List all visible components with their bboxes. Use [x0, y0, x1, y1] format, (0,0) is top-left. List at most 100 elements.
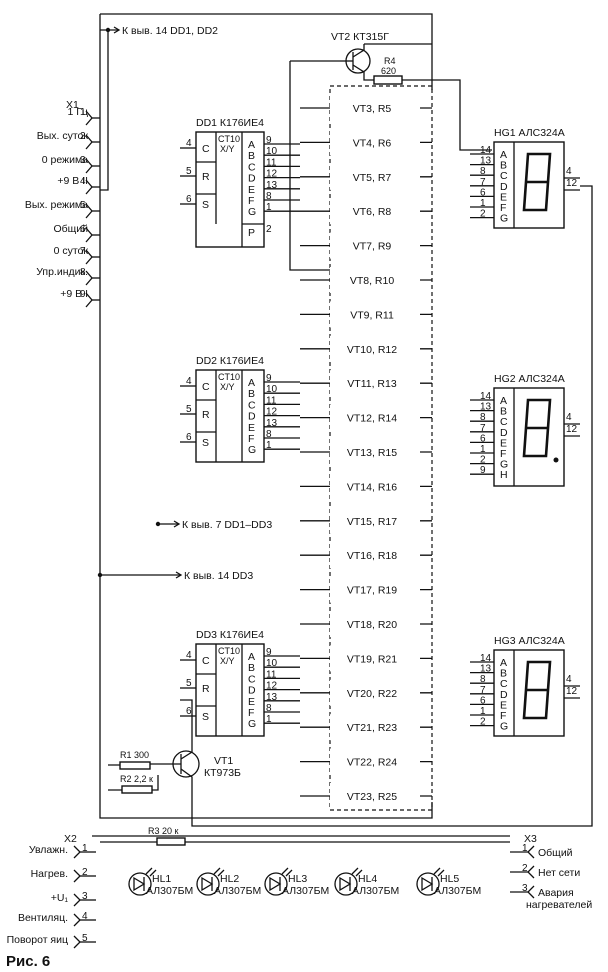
array-row-bg — [330, 404, 420, 431]
x2-contact — [73, 893, 81, 907]
display-common-pin: 12 — [566, 424, 578, 435]
chip-output-pin: 9 — [266, 135, 272, 146]
diode-symbol — [201, 876, 214, 892]
x1-pin-label: Общий — [53, 223, 88, 235]
x3-pin-label: Общий — [538, 847, 573, 859]
chip-input-label: R — [202, 171, 210, 183]
array-row-bg — [330, 542, 420, 569]
chip-output-label: C — [248, 673, 256, 685]
x1-pin-number: 5 — [80, 200, 86, 211]
array-row-bg — [330, 714, 420, 741]
x2-pin-number: 1 — [82, 843, 88, 854]
chip-output-pin: 1 — [266, 202, 272, 213]
x1-pin-number: 7 — [80, 246, 86, 257]
chip-xy: X/Y — [220, 656, 235, 666]
chip-input-pin: 6 — [186, 194, 192, 205]
led-name: HL1 — [152, 873, 171, 885]
array-row-bg — [330, 783, 420, 809]
array-row-label: VT20, R22 — [347, 688, 397, 700]
display-seg-label: B — [500, 160, 507, 172]
chip-output-pin: 13 — [266, 180, 278, 191]
array-row-label: VT18, R20 — [347, 619, 397, 631]
led-type: АЛ307БМ — [214, 885, 261, 897]
chip-output-label: G — [248, 444, 256, 456]
led-name: HL5 — [440, 873, 459, 885]
chip-xy: X/Y — [220, 144, 235, 154]
led-type: АЛ307БМ — [352, 885, 399, 897]
chip-output-label: E — [248, 184, 255, 196]
note-pin7: К выв. 7 DD1–DD3 — [182, 519, 272, 531]
x1-pin-number: 9 — [80, 289, 86, 300]
chip-input-label: C — [202, 655, 210, 667]
light-arrows — [351, 867, 363, 877]
chip-name: DD1 К176ИЕ4 — [196, 117, 264, 129]
array-row-bg — [330, 576, 420, 603]
chip-output-pin: 11 — [266, 395, 277, 406]
chip-input-pin: 5 — [186, 166, 192, 177]
x2-pin-label: +U₁ — [51, 892, 69, 904]
array-row-bg — [330, 679, 420, 706]
array-row-label: VT5, R7 — [353, 172, 392, 184]
chip-output-pin: 10 — [266, 658, 278, 669]
r4-value: 620 — [381, 66, 396, 76]
x3-pin-number: 1 — [522, 843, 528, 854]
chip-input-label: R — [202, 683, 210, 695]
display-seg-pin: 6 — [480, 695, 486, 706]
x1-pin-label: +9 В II — [57, 175, 88, 187]
vt1-name: VT1 — [214, 755, 233, 767]
x2-pin-number: 3 — [82, 891, 88, 902]
display-seg-label: D — [500, 181, 508, 193]
display-body — [493, 387, 565, 487]
array-row-label: VT10, R12 — [347, 344, 397, 356]
chip-output-label: D — [248, 411, 256, 423]
x1-pin-label: Вых. режима — [25, 199, 88, 211]
chip-output-label: B — [248, 662, 255, 674]
chip-output-pin: 12 — [266, 169, 278, 180]
x2-pin-number: 2 — [82, 867, 88, 878]
x3-pin-label: Нет сети — [538, 867, 580, 879]
array-row-bg — [330, 473, 420, 500]
array-row-bg — [330, 95, 420, 121]
led-type: АЛ307БМ — [282, 885, 329, 897]
chip-input-pin: 6 — [186, 432, 192, 443]
display-seg-pin: 2 — [480, 209, 486, 220]
seven-segment-digit — [522, 152, 552, 212]
array-row-bg — [330, 370, 420, 397]
x2-contact — [73, 935, 81, 949]
display-common-wire — [564, 423, 580, 437]
display-seg-label: E — [500, 437, 507, 449]
note-pin14-dd3: К выв. 14 DD3 — [184, 570, 253, 582]
display-seg-pin: 2 — [480, 455, 486, 466]
led-type: АЛ307БМ — [146, 885, 193, 897]
display-seg-pin: 8 — [480, 674, 486, 685]
led-type: АЛ307БМ — [434, 885, 481, 897]
x3-contact — [527, 845, 535, 859]
vt1-type: КТ973Б — [204, 767, 241, 779]
array-row-bg — [330, 232, 420, 259]
x2-pin-label: Увлажн. — [29, 844, 68, 856]
display-seg-label: A — [500, 657, 507, 669]
chip-input-dividers — [196, 399, 216, 433]
display-seg-label: D — [500, 427, 508, 439]
chip-input-label: C — [202, 381, 210, 393]
chip-name: DD2 К176ИЕ4 — [196, 355, 264, 367]
display-seg-pin: 1 — [480, 444, 486, 455]
display-seg-label: B — [500, 668, 507, 680]
display-common-pin: 12 — [566, 686, 578, 697]
x3-pin-label: Авария — [538, 887, 574, 899]
chip-input-label: C — [202, 143, 210, 155]
display-common-wire — [564, 685, 580, 699]
array-row-label: VT13, R15 — [347, 447, 397, 459]
x2-pin-label: Поворот яиц — [7, 934, 68, 946]
r4-label: R4 — [384, 56, 396, 66]
x3-pin-number: 2 — [522, 863, 528, 874]
display-seg-pin: 13 — [480, 156, 492, 167]
display-common-pin: 4 — [566, 412, 572, 423]
vt2-label: VT2 КТ315Г — [331, 31, 389, 43]
chip-output-pin: 11 — [266, 669, 277, 680]
chip-output-label: B — [248, 388, 255, 400]
display-seg-pin: 6 — [480, 187, 486, 198]
